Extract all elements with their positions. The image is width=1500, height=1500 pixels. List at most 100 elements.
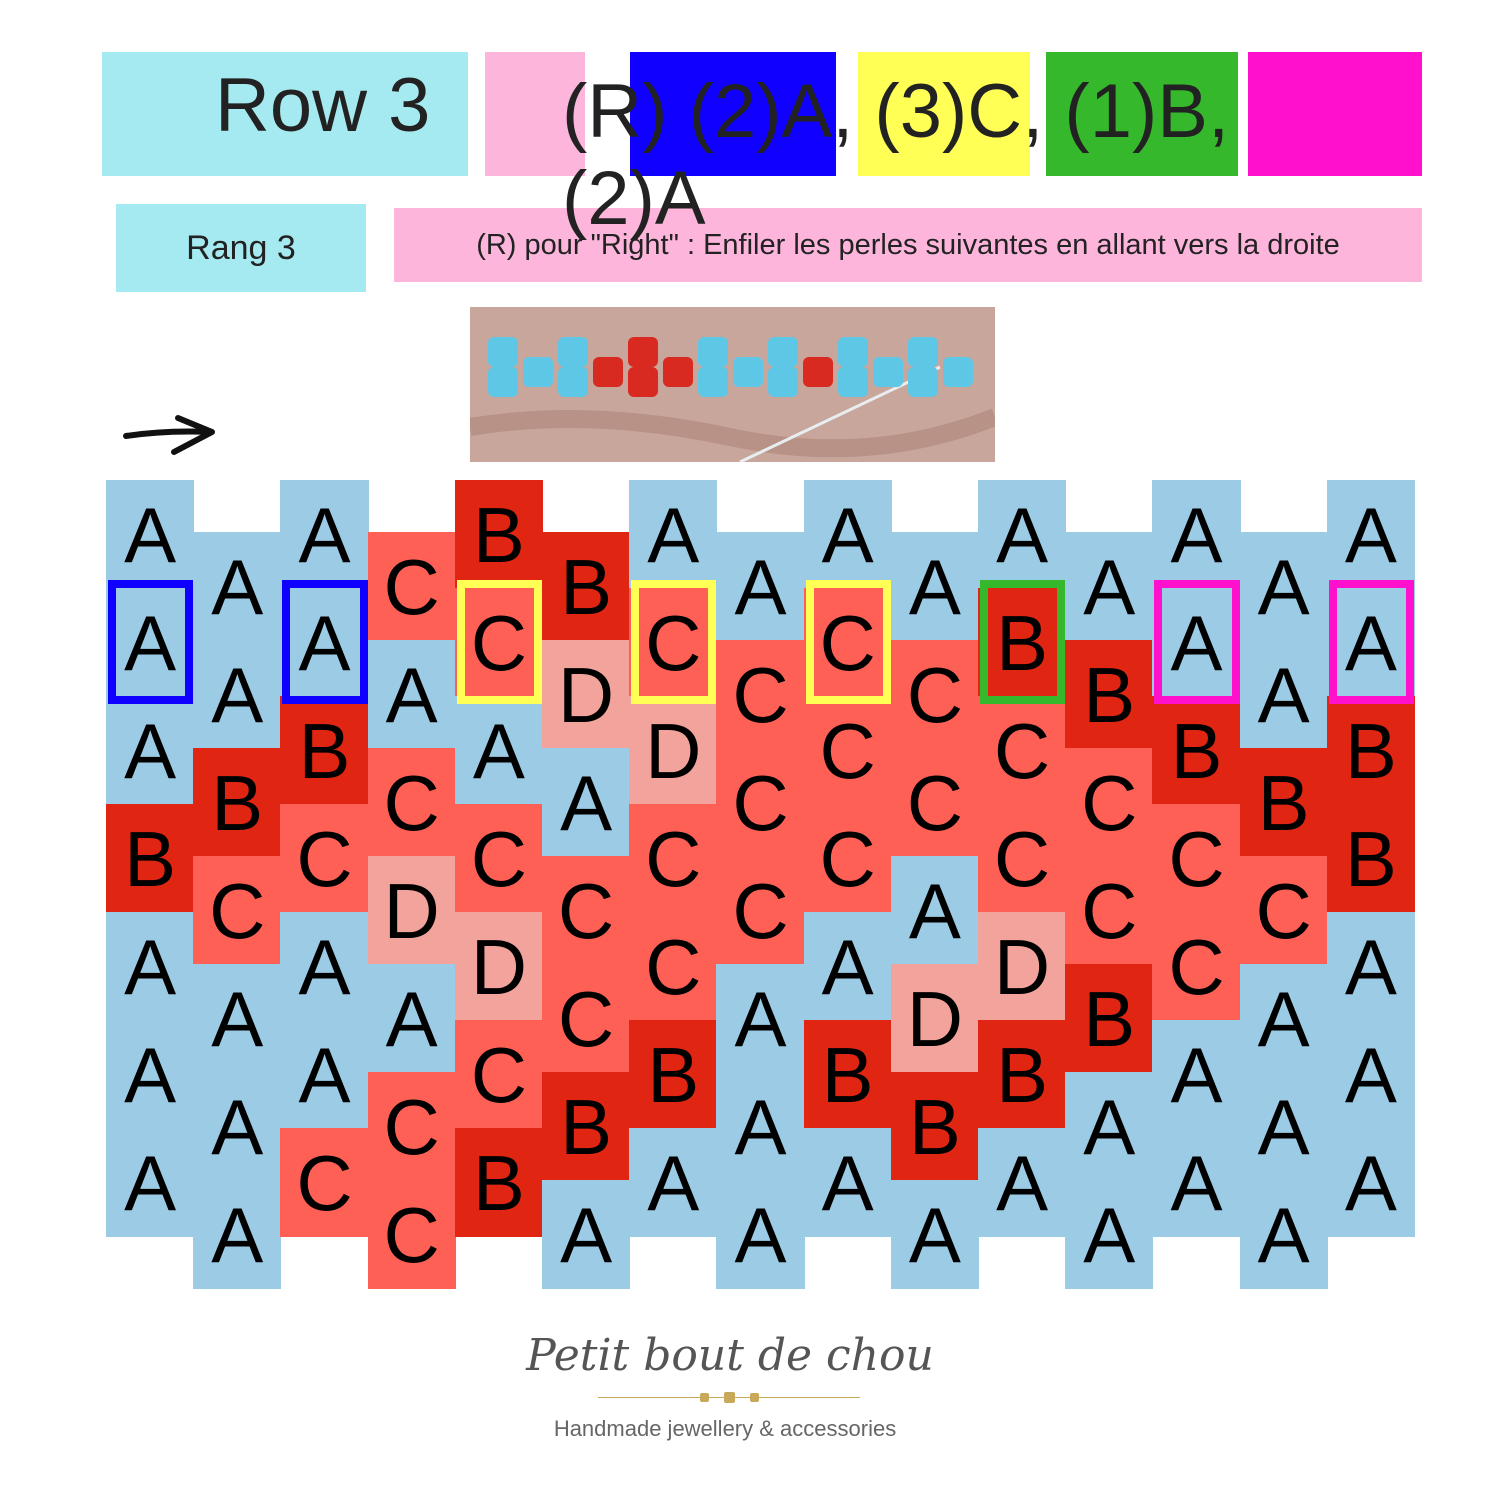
photo-bead [558, 337, 588, 367]
bead-cell: C [978, 696, 1067, 805]
beads-photo [470, 307, 995, 462]
bead-cell: B [1065, 640, 1154, 749]
bead-cell: C [716, 856, 805, 965]
logo-dot [724, 1392, 735, 1403]
bead-cell: A [1152, 588, 1241, 697]
bead-cell: A [890, 856, 979, 965]
bead-cell: A [1152, 480, 1241, 589]
photo-bead [698, 337, 728, 367]
bead-cell: A [1065, 532, 1154, 641]
bead-cell: A [367, 964, 456, 1073]
bead-cell: A [803, 1128, 892, 1237]
bead-cell: C [1152, 804, 1241, 913]
bead-cell: B [542, 1072, 631, 1181]
bead-cell: B [978, 1020, 1067, 1129]
bead-cell: B [280, 696, 369, 805]
bead-cell: B [1239, 748, 1328, 857]
bead-cell: C [716, 748, 805, 857]
bead-cell: A [106, 588, 195, 697]
brand-logo-title: Petit bout de chou [526, 1330, 934, 1381]
photo-bead [908, 367, 938, 397]
bead-cell: C [454, 804, 543, 913]
bead-cell: A [1326, 588, 1415, 697]
bead-cell: A [193, 1072, 282, 1181]
bead-cell: C [803, 696, 892, 805]
photo-bead [908, 337, 938, 367]
bead-cell: C [367, 532, 456, 641]
bead-cell: C [890, 748, 979, 857]
bead-cell: A [629, 1128, 718, 1237]
bead-cell: B [542, 532, 631, 641]
magenta-swatch [1248, 52, 1422, 176]
bead-cell: C [454, 1020, 543, 1129]
bead-cell: A [1065, 1180, 1154, 1289]
photo-bead [768, 367, 798, 397]
photo-bead [873, 357, 903, 387]
bead-cell: C [1065, 748, 1154, 857]
bead-cell: A [280, 480, 369, 589]
bead-cell: B [629, 1020, 718, 1129]
bead-cell: A [454, 696, 543, 805]
bead-cell: A [193, 640, 282, 749]
photo-bead [838, 367, 868, 397]
photo-bead [698, 367, 728, 397]
bead-cell: B [1152, 696, 1241, 805]
bead-cell: A [1326, 1020, 1415, 1129]
bead-cell: A [280, 912, 369, 1021]
bead-cell: C [629, 912, 718, 1021]
bead-cell: A [1239, 1072, 1328, 1181]
bead-cell: A [280, 588, 369, 697]
bead-cell: C [280, 804, 369, 913]
bead-cell: A [1239, 1180, 1328, 1289]
bead-cell: A [193, 532, 282, 641]
photo-bead [768, 337, 798, 367]
photo-bead [628, 367, 658, 397]
yellow-swatch [858, 52, 1030, 176]
bead-cell: B [978, 588, 1067, 697]
bead-cell: A [1065, 1072, 1154, 1181]
bead-cell: C [1152, 912, 1241, 1021]
bead-cell: B [454, 1128, 543, 1237]
bead-cell: A [803, 480, 892, 589]
highlight-box-yellow [456, 580, 542, 704]
photo-bead [593, 357, 623, 387]
bead-cell: C [629, 804, 718, 913]
photo-bead [558, 367, 588, 397]
bead-cell: C [803, 804, 892, 913]
bead-cell: A [367, 640, 456, 749]
bead-cell: A [106, 1128, 195, 1237]
bead-cell: D [542, 640, 631, 749]
bead-cell: A [716, 1180, 805, 1289]
photo-bead [488, 337, 518, 367]
bead-cell: A [716, 532, 805, 641]
bead-cell: C [978, 804, 1067, 913]
bead-cell: B [454, 480, 543, 589]
bead-cell: A [106, 480, 195, 589]
bead-cell: A [890, 532, 979, 641]
rang-label: Rang 3 [186, 228, 296, 267]
highlight-box-yellow [805, 580, 891, 704]
direction-swatch [485, 52, 585, 176]
bead-cell: D [978, 912, 1067, 1021]
photo-bead [943, 357, 973, 387]
bead-cell: A [1239, 964, 1328, 1073]
bead-cell: C [193, 856, 282, 965]
highlight-box-blue [282, 580, 368, 704]
bead-cell: A [1239, 640, 1328, 749]
bead-cell: A [1326, 480, 1415, 589]
row-title: Row 3 [215, 63, 431, 148]
bead-cell: D [454, 912, 543, 1021]
bead-cell: C [890, 640, 979, 749]
direction-arrow-icon [123, 415, 215, 455]
note-box: (R) pour "Right" : Enfiler les perles su… [394, 208, 1422, 282]
rang-label-box: Rang 3 [116, 204, 366, 292]
photo-bead [803, 357, 833, 387]
bead-cell: A [1152, 1020, 1241, 1129]
photo-bead [663, 357, 693, 387]
bead-cell: A [978, 480, 1067, 589]
bead-cell: C [1065, 856, 1154, 965]
bead-cell: A [803, 912, 892, 1021]
bead-cell: C [629, 588, 718, 697]
photo-bead [838, 337, 868, 367]
bead-cell: C [1239, 856, 1328, 965]
